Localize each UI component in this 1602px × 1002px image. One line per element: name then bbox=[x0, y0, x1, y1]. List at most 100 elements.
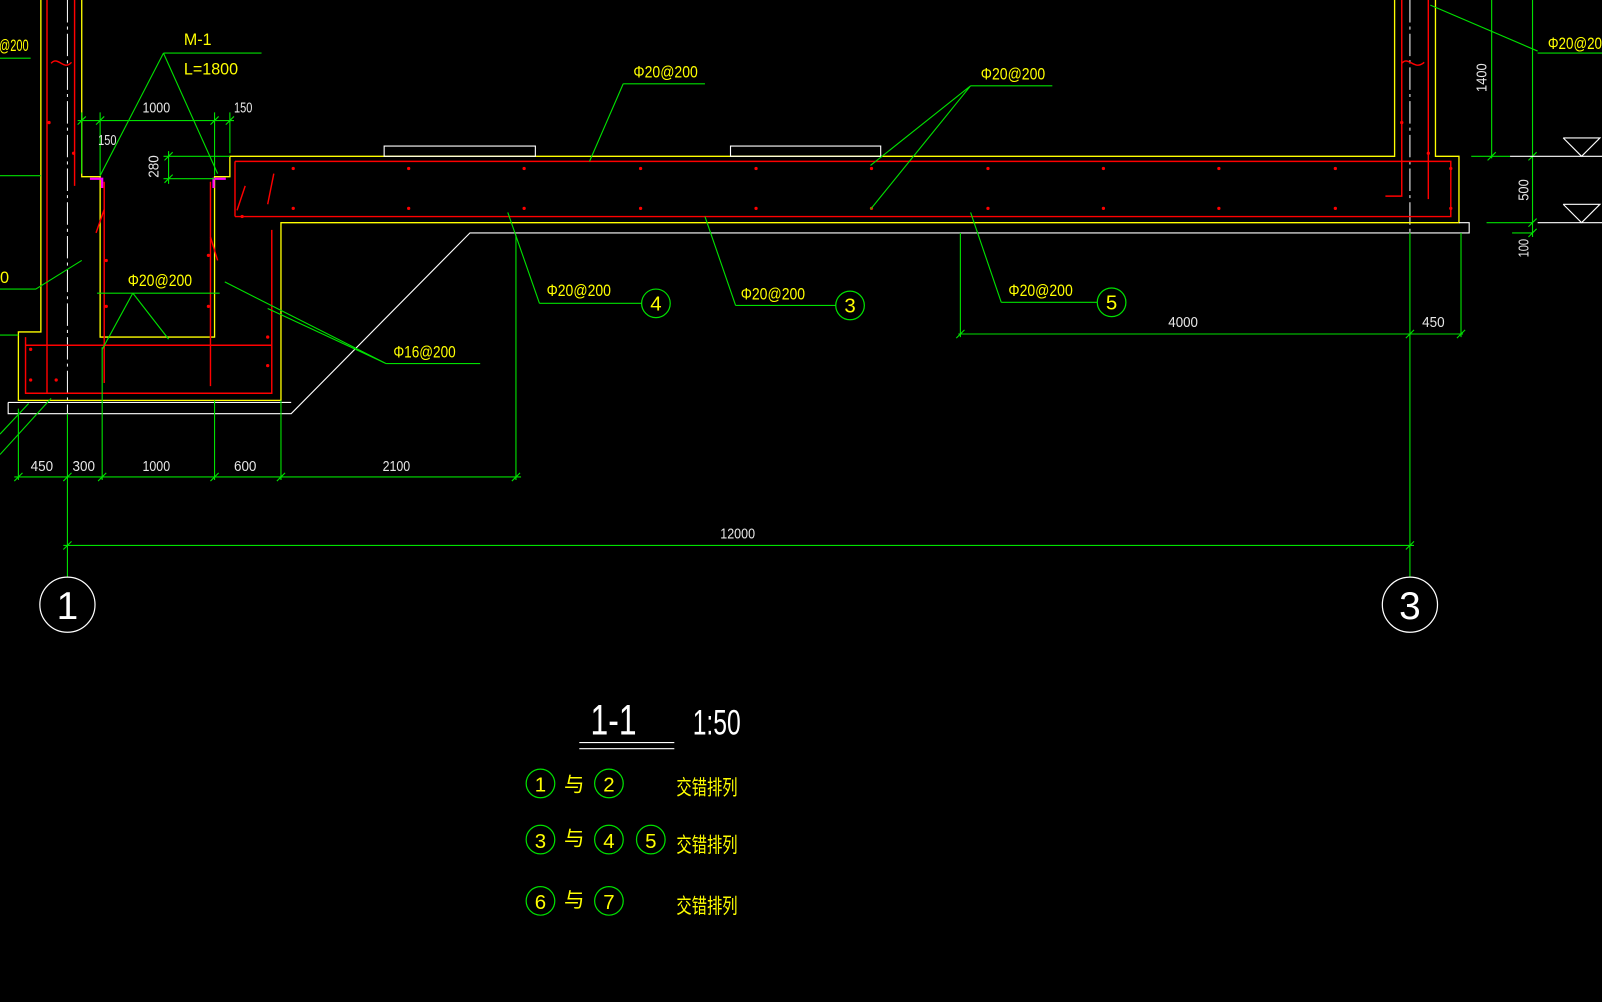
slab-top-pad-right bbox=[729, 145, 882, 157]
rebar-section-dot bbox=[986, 166, 990, 171]
axis-bubbles: 1 3 bbox=[39, 576, 1439, 633]
rebar-section-dot bbox=[407, 166, 411, 171]
outer-wall-footing-slab-bottom-outline bbox=[17, 0, 1460, 402]
rebar-section-dot bbox=[754, 166, 758, 171]
rebar-section-dot bbox=[206, 304, 211, 309]
rebar-mark-number-3: 3 bbox=[844, 296, 855, 318]
rebar-section-dot bbox=[29, 378, 33, 382]
legend-note: 交错排列 bbox=[676, 895, 737, 918]
rebar-section-dot bbox=[54, 378, 58, 382]
rebar-mark-number-4: 4 bbox=[650, 294, 661, 316]
leader-clipped-top-right bbox=[1430, 4, 1602, 54]
door-leader bbox=[99, 52, 262, 176]
axis-number-3: 3 bbox=[1399, 585, 1421, 628]
rebar-section-dot bbox=[266, 364, 270, 368]
rebar-label-slab-bottom-3: Φ20@200 bbox=[741, 285, 805, 303]
legend-mark-circle bbox=[525, 885, 556, 916]
legend-note: 交错排列 bbox=[676, 777, 737, 800]
dim-pit-ledge-height: 280 bbox=[146, 155, 162, 178]
rebar-section-dot bbox=[104, 304, 108, 309]
leader-slab-top-mid bbox=[588, 83, 705, 162]
legend-mark-circle bbox=[594, 885, 624, 916]
rebar-label-slab-bottom-4: Φ20@200 bbox=[547, 282, 611, 300]
rebar-section-dot bbox=[47, 120, 51, 125]
legend-connector: 与 bbox=[564, 774, 584, 797]
leaders-clipped-left bbox=[0, 57, 83, 455]
rebar-section-dot bbox=[1449, 166, 1453, 171]
rebar-label-pit-side: Φ16@200 bbox=[393, 343, 455, 361]
door-length-label: L=1800 bbox=[184, 61, 238, 79]
rebar-section-dot bbox=[1101, 166, 1106, 171]
rebar-section-dot bbox=[1426, 151, 1430, 155]
dim-axis-spacing: 12000 bbox=[720, 526, 755, 542]
rebar-section-dot bbox=[1217, 166, 1221, 171]
rebar-section-dot bbox=[986, 206, 990, 211]
dim-pit-ledge-right: 150 bbox=[234, 100, 252, 116]
rebar-mark-number-5: 5 bbox=[1106, 292, 1117, 314]
footing-bottom-bar bbox=[24, 229, 273, 394]
rebar-section-dot bbox=[1449, 206, 1453, 211]
legend-mark-circle bbox=[594, 768, 624, 799]
axis-spacing-dimension bbox=[62, 232, 1415, 578]
rebar-section-dot bbox=[104, 258, 108, 263]
axis-bubble-3 bbox=[1381, 576, 1439, 633]
rebar-section-dot bbox=[1400, 120, 1404, 125]
legend-mark-number: 6 bbox=[535, 892, 546, 914]
dim-pit-ledge-left: 150 bbox=[98, 133, 116, 149]
bottom-chain-dimension bbox=[13, 234, 522, 482]
leader-slab-bottom-3 bbox=[704, 216, 836, 306]
rebar-section-dots bbox=[29, 120, 1453, 382]
legend-mark-number: 1 bbox=[535, 775, 546, 797]
rebar-section-dot bbox=[1333, 166, 1337, 171]
section-title-block: 1-1 1:50 bbox=[579, 696, 741, 750]
legend-mark-circle bbox=[525, 768, 556, 799]
slab-main-bars bbox=[234, 160, 1452, 218]
blinding-outline bbox=[7, 222, 1470, 415]
rebar-section-dot bbox=[1101, 206, 1106, 211]
dim-chain-5: 2100 bbox=[383, 459, 411, 475]
rebar-label-pit-wall: Φ20@200 bbox=[128, 272, 192, 290]
rebar-section-dot bbox=[240, 214, 244, 219]
rebar-section-dot bbox=[1217, 206, 1221, 211]
rebar-section-dot bbox=[754, 206, 758, 211]
legend-note: 交错排列 bbox=[676, 834, 737, 857]
reinforcement bbox=[24, 0, 1453, 394]
leader-slab-top-right bbox=[870, 85, 1053, 210]
legend-connector: 与 bbox=[564, 828, 584, 851]
dim-blinding-thickness: 100 bbox=[1516, 239, 1532, 257]
rebar-mark-circle-5 bbox=[1096, 287, 1127, 318]
slab-top-pad-left bbox=[383, 145, 536, 157]
legend-mark-number: 3 bbox=[535, 831, 546, 853]
legend-mark-circle bbox=[525, 824, 556, 855]
rebar-mark-circle-3 bbox=[835, 290, 865, 321]
ledge-hook-marker-right bbox=[212, 177, 226, 188]
rebar-section-dot bbox=[291, 166, 295, 171]
legend-mark-number: 7 bbox=[603, 892, 614, 914]
annotation-texts: M-1 L=1800 Φ20@200 Φ20@200 Φ20@200 Φ20@2… bbox=[0, 31, 1602, 362]
rebar-section-dot bbox=[71, 151, 76, 155]
slab-span-dimension bbox=[955, 232, 1466, 339]
leader-slab-bottom-4 bbox=[507, 212, 642, 304]
legend-mark-circle bbox=[594, 824, 624, 855]
dim-slab-span: 4000 bbox=[1168, 315, 1198, 331]
section-title-double-underline bbox=[579, 742, 675, 750]
arrangement-legend: 1 与 2 交错排列 3 与 4 5 交错排列 6 与 7 交错排列 bbox=[525, 768, 738, 918]
leader-slab-bottom-5 bbox=[970, 212, 1098, 303]
leader-pit-side bbox=[224, 281, 481, 365]
rebar-section-dot bbox=[266, 335, 270, 339]
axis-bubble-1 bbox=[39, 576, 96, 633]
rebar-section-dot bbox=[638, 206, 643, 211]
elevation-markers bbox=[1510, 137, 1602, 224]
dim-slab-end: 450 bbox=[1422, 315, 1445, 331]
blinding-layer bbox=[7, 145, 1470, 415]
section-title: 1-1 bbox=[591, 696, 637, 744]
dim-chain-1: 450 bbox=[31, 459, 54, 475]
rebar-label-clipped-top-left: @200 bbox=[0, 37, 29, 55]
pit-ledge-height-dimension bbox=[163, 151, 230, 184]
dimension-lines bbox=[0, 0, 1602, 578]
rebar-section-dot bbox=[522, 166, 526, 171]
axis-centerlines bbox=[66, 0, 1411, 414]
rebar-section-dot bbox=[522, 206, 526, 211]
dim-wall-height: 1400 bbox=[1475, 63, 1491, 92]
